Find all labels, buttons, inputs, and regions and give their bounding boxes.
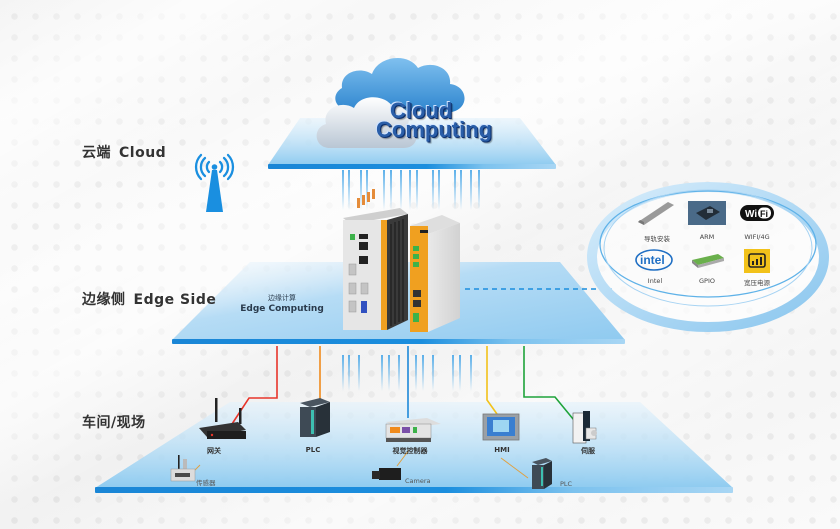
- edge-computing-en: Edge Computing: [240, 304, 324, 314]
- svg-text:Fi: Fi: [760, 209, 768, 219]
- arm-chip-icon: [688, 201, 726, 225]
- gpio-board-icon: [692, 254, 724, 268]
- feature-label-wifi: WIFI/4G: [744, 233, 770, 241]
- din-rail-icon: [638, 202, 674, 225]
- layer-label-edge: 边缘侧 Edge Side: [82, 289, 216, 309]
- servo-device: [572, 411, 597, 444]
- device-label-camera: Camera: [405, 477, 431, 485]
- data-beams-upper: [342, 170, 480, 210]
- device-label-vision-controller: 视觉控制器: [392, 447, 428, 455]
- feature-label-gpio: GPIO: [699, 277, 715, 285]
- camera-device: [372, 468, 401, 480]
- vision-controller-device: [385, 418, 441, 442]
- layer-edge-zh: 边缘侧: [82, 292, 126, 308]
- connection-lines: [186, 346, 579, 479]
- power-supply-icon: [744, 249, 770, 273]
- layer-edge-en: Edge Side: [133, 292, 217, 308]
- cloud-title-line2: Computing: [376, 116, 493, 142]
- device-label-hmi: HMI: [494, 446, 510, 454]
- layer-label-field: 车间/现场: [82, 412, 146, 432]
- wifi-logo-icon: Wi Fi: [740, 205, 774, 221]
- edge-computing-zh: 边缘计算: [268, 294, 296, 302]
- device-label-sensor: 传感器: [196, 479, 216, 487]
- cloud-computing-title: Cloud Computing: [376, 98, 493, 142]
- svg-text:intel: intel: [640, 253, 665, 267]
- data-beams-lower: [342, 355, 472, 391]
- antenna-icon: [194, 153, 235, 212]
- feature-label-din-rail: 导轨安装: [644, 235, 670, 243]
- edge-computing-caption: 边缘计算 Edge Computing: [232, 293, 332, 314]
- device-label-plc: PLC: [305, 446, 321, 454]
- layer-cloud-zh: 云端: [82, 145, 111, 161]
- plc-2-device: [532, 458, 552, 489]
- edge-computer-small: [410, 215, 460, 332]
- link-servo: [523, 346, 579, 426]
- link-plc-2: [500, 457, 529, 479]
- device-label-gateway: 网关: [207, 447, 221, 455]
- link-camera: [396, 449, 410, 467]
- plc-device: [300, 398, 330, 437]
- device-label-servo: 伺服: [581, 447, 595, 455]
- intel-logo-icon: intel: [635, 249, 673, 271]
- svg-text:Wi: Wi: [745, 209, 757, 220]
- layer-cloud-en: Cloud: [119, 145, 167, 161]
- link-hmi: [486, 346, 498, 415]
- cloud-title-line1: Cloud: [390, 98, 453, 123]
- gateway-device: [199, 398, 246, 439]
- cloud-icon: [316, 57, 465, 148]
- layer-field-zh: 车间/现场: [82, 415, 146, 431]
- edge-computer-large: [343, 189, 408, 330]
- feature-label-arm: ARM: [699, 233, 715, 241]
- feature-label-intel: Intel: [647, 277, 663, 285]
- hmi-device: [482, 413, 520, 441]
- sensor-device: [170, 455, 196, 482]
- device-label-plc-2: PLC: [560, 480, 573, 488]
- feature-label-power: 宽压电源: [744, 279, 770, 287]
- layer-label-cloud: 云端 Cloud: [82, 142, 166, 162]
